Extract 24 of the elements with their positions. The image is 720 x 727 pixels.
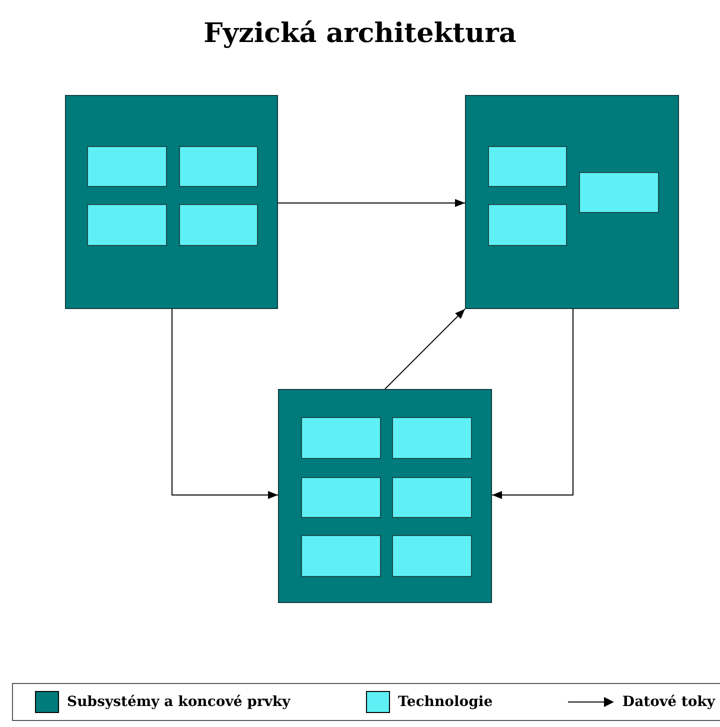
subsystem-box <box>65 95 278 309</box>
technology-box <box>488 204 567 246</box>
arrow <box>492 308 574 499</box>
technology-box <box>488 146 567 187</box>
technology-box <box>87 146 167 187</box>
arrow <box>384 308 466 390</box>
legend-label: Datové toky <box>622 692 715 712</box>
technology-box <box>392 477 472 518</box>
legend-label: Technologie <box>398 692 493 712</box>
subsystem-box <box>465 95 679 309</box>
legend-label: Subsystémy a koncové prvky <box>67 692 290 712</box>
arrow <box>172 308 278 499</box>
diagram-title: Fyzická architektura <box>204 17 516 51</box>
technology-box <box>301 477 381 518</box>
technology-box <box>301 535 381 577</box>
technology-box <box>87 204 167 246</box>
technology-box <box>179 204 258 246</box>
technology-box <box>179 146 258 187</box>
technology-box <box>392 417 472 459</box>
subsystem-box <box>278 389 492 603</box>
arrow <box>278 199 466 207</box>
technology-box <box>301 417 381 459</box>
technology-box <box>392 535 472 577</box>
technology-box <box>579 172 659 213</box>
